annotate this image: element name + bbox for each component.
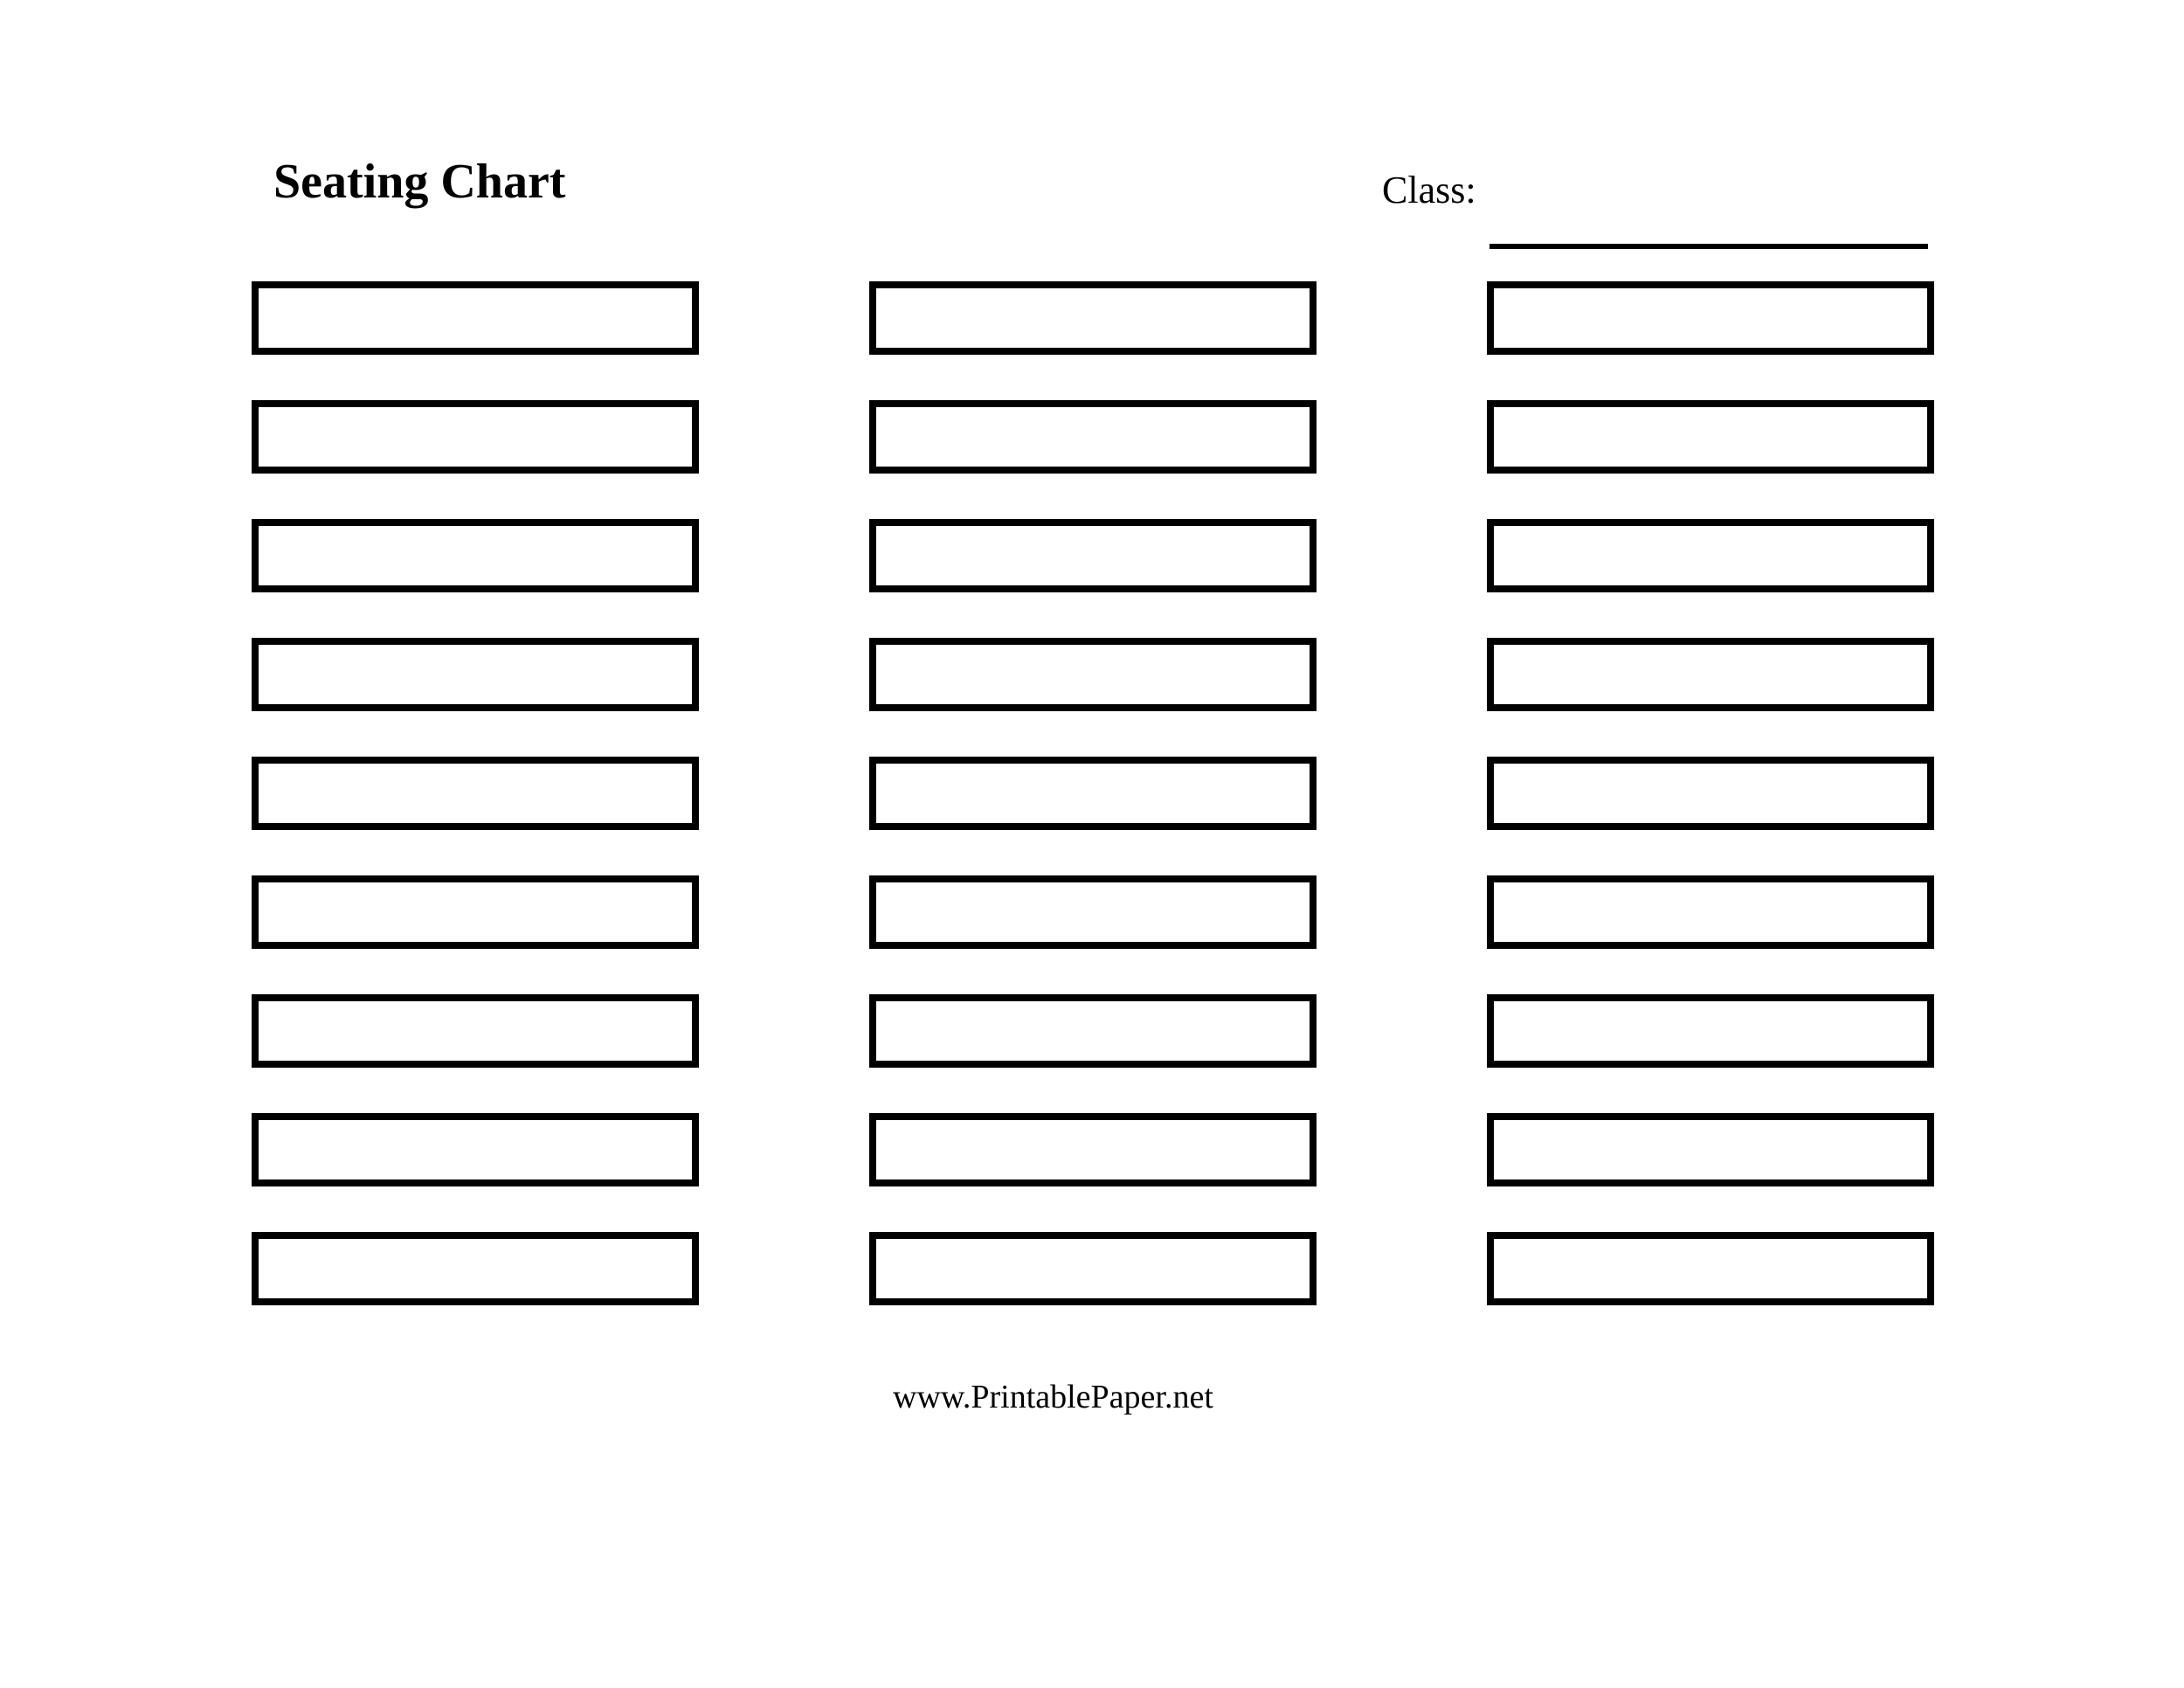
class-label: Class: bbox=[1382, 169, 1476, 211]
seat-box[interactable] bbox=[1487, 994, 1934, 1068]
class-input-line[interactable] bbox=[1489, 211, 1928, 249]
page-title: Seating Chart bbox=[273, 155, 566, 209]
seat-grid bbox=[252, 281, 1934, 1305]
seat-box[interactable] bbox=[1487, 757, 1934, 830]
seat-box[interactable] bbox=[252, 281, 699, 355]
seat-box[interactable] bbox=[869, 994, 1317, 1068]
seat-box[interactable] bbox=[869, 281, 1317, 355]
seat-box[interactable] bbox=[252, 994, 699, 1068]
seat-box[interactable] bbox=[869, 875, 1317, 949]
seat-box[interactable] bbox=[252, 400, 699, 474]
seat-box[interactable] bbox=[1487, 281, 1934, 355]
seat-box[interactable] bbox=[252, 638, 699, 711]
seat-box[interactable] bbox=[252, 757, 699, 830]
seat-box[interactable] bbox=[1487, 1232, 1934, 1305]
seat-box[interactable] bbox=[252, 875, 699, 949]
seat-box[interactable] bbox=[869, 1232, 1317, 1305]
class-field: Class: bbox=[1382, 171, 1476, 210]
seat-box[interactable] bbox=[1487, 519, 1934, 592]
seat-box[interactable] bbox=[869, 638, 1317, 711]
seat-box[interactable] bbox=[252, 519, 699, 592]
seat-box[interactable] bbox=[869, 519, 1317, 592]
footer: www.PrintablePaper.net bbox=[893, 1380, 1213, 1414]
seat-box[interactable] bbox=[1487, 1113, 1934, 1186]
seat-box[interactable] bbox=[1487, 638, 1934, 711]
seat-box[interactable] bbox=[869, 1113, 1317, 1186]
seat-box[interactable] bbox=[869, 757, 1317, 830]
seat-box[interactable] bbox=[252, 1113, 699, 1186]
footer-website-text: www.PrintablePaper.net bbox=[893, 1379, 1213, 1415]
seat-box[interactable] bbox=[252, 1232, 699, 1305]
seat-box[interactable] bbox=[1487, 400, 1934, 474]
seat-box[interactable] bbox=[869, 400, 1317, 474]
seat-box[interactable] bbox=[1487, 875, 1934, 949]
